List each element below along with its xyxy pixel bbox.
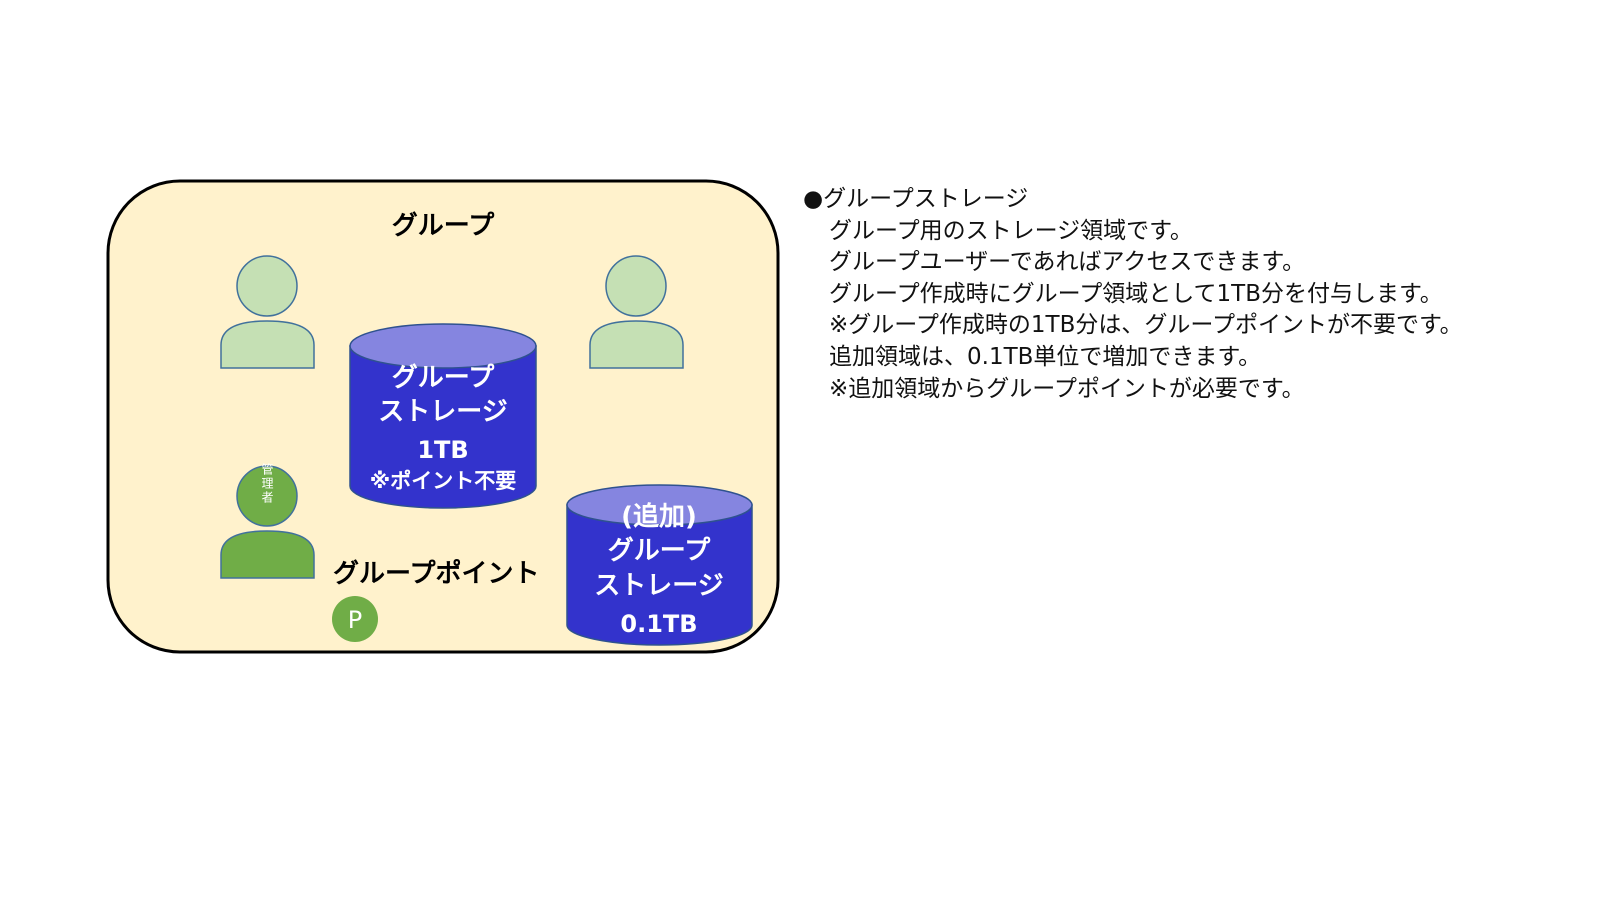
- storage-cylinder-main: グループ ストレージ 1TB ※ポイント不要: [349, 323, 537, 509]
- storage-add-line3: ストレージ: [594, 571, 723, 601]
- description-line: グループ用のストレージ領域です。: [829, 217, 1193, 244]
- storage-main-line1: グループ: [392, 363, 495, 393]
- point-badge-icon: P: [332, 596, 378, 642]
- point-badge-label: P: [348, 606, 362, 634]
- description-line: ※グループ作成時の1TB分は、グループポイントが不要です。: [829, 312, 1463, 339]
- description-line: グループ作成時にグループ領域として1TB分を付与します。: [829, 280, 1443, 307]
- storage-main-line2: ストレージ: [378, 397, 507, 427]
- admin-user-icon: 管理者: [220, 462, 315, 579]
- storage-main-line4: ※ポイント不要: [370, 469, 516, 493]
- storage-add-line4: 0.1TB: [620, 610, 697, 638]
- group-title: グループ: [392, 211, 495, 241]
- storage-add-line2: グループ: [608, 536, 711, 566]
- group-point-label: グループポイント: [333, 558, 539, 589]
- description-line: ※追加領域からグループポイントが必要です。: [829, 375, 1305, 402]
- description-heading: ●グループストレージ: [803, 186, 1029, 212]
- admin-label: 管理者: [260, 462, 274, 505]
- description-text: ●グループストレージ グループ用のストレージ領域です。 グループユーザーであれば…: [803, 184, 1463, 405]
- user-icon: [589, 255, 684, 369]
- user-icon: [220, 255, 315, 369]
- storage-add-line1: (追加): [621, 501, 697, 532]
- description-line: グループユーザーであればアクセスできます。: [829, 249, 1306, 276]
- description-line: 追加領域は、0.1TB単位で増加できます。: [829, 343, 1262, 370]
- storage-main-line3: 1TB: [417, 436, 468, 464]
- storage-cylinder-additional: (追加) グループ ストレージ 0.1TB: [566, 484, 753, 646]
